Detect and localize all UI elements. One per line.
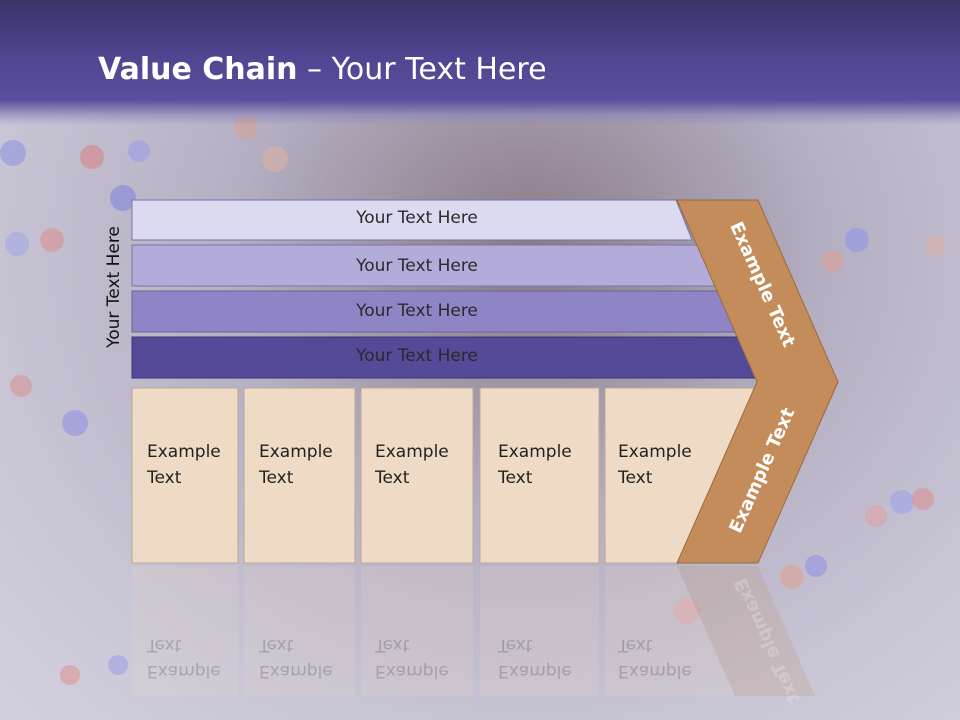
- bar-2-label: Your Text Here: [356, 256, 478, 276]
- bokeh-light: [674, 598, 700, 624]
- box-2: [243, 387, 356, 564]
- box-5-line2-reflection: Text: [618, 635, 653, 655]
- box-1-line2: Text: [147, 468, 182, 488]
- bar-3-label: Your Text Here: [356, 301, 478, 321]
- box-5-line1-reflection: Example: [618, 661, 692, 681]
- box-2-line1-reflection: Example: [259, 661, 333, 681]
- box-1: [131, 387, 239, 564]
- box-4-reflection: [480, 566, 599, 696]
- bokeh-light: [780, 565, 804, 589]
- bar-4-label: Your Text Here: [356, 346, 478, 366]
- box-4-text-reflection: Example Text: [498, 632, 572, 684]
- bokeh-light: [805, 555, 827, 577]
- bokeh-light: [62, 410, 88, 436]
- bokeh-light: [40, 228, 64, 252]
- box-1-line1: Example: [147, 442, 221, 462]
- box-3-line2: Text: [375, 468, 410, 488]
- bokeh-light: [60, 665, 80, 685]
- box-1-reflection: [132, 566, 238, 696]
- box-2-line2-reflection: Text: [259, 635, 294, 655]
- box-3-line2-reflection: Text: [375, 635, 410, 655]
- box-4-line1: Example: [498, 442, 572, 462]
- bokeh-light: [0, 140, 26, 166]
- box-4-line2: Text: [498, 468, 533, 488]
- box-5-line2: Text: [618, 468, 653, 488]
- bokeh-light: [925, 236, 945, 256]
- slide-title: Value Chain – Your Text Here: [98, 52, 547, 87]
- box-2-line2: Text: [259, 468, 294, 488]
- bokeh-light: [865, 505, 887, 527]
- reflection: [132, 566, 815, 696]
- bokeh-light: [912, 488, 934, 510]
- box-5-line1: Example: [618, 442, 692, 462]
- bokeh-light: [128, 140, 150, 162]
- box-5-reflection: [605, 566, 740, 696]
- box-2-line1: Example: [259, 442, 333, 462]
- box-1-line1-reflection: Example: [147, 661, 221, 681]
- bokeh-light: [890, 490, 914, 514]
- title-rest: – Your Text Here: [297, 52, 547, 87]
- box-2-text-reflection: Example Text: [259, 632, 333, 684]
- bokeh-light: [822, 250, 844, 272]
- box-4-line1-reflection: Example: [498, 661, 572, 681]
- box-2-reflection: [244, 566, 355, 696]
- header-band: [0, 0, 960, 125]
- box-3-line1-reflection: Example: [375, 661, 449, 681]
- chevron-arrow: [676, 199, 839, 564]
- box-3-text-reflection: Example Text: [375, 632, 449, 684]
- box-4: [479, 387, 600, 564]
- bokeh-light: [80, 145, 104, 169]
- bokeh-light: [262, 146, 288, 172]
- box-5-text-reflection: Example Text: [618, 632, 692, 684]
- bokeh-light: [845, 228, 869, 252]
- box-3: [360, 387, 474, 564]
- box-1-text-reflection: Example Text: [147, 632, 221, 684]
- box-3-line1: Example: [375, 442, 449, 462]
- box-4-line2-reflection: Text: [498, 635, 533, 655]
- chevron-reflection: [677, 566, 815, 696]
- bar-1: [131, 199, 693, 241]
- title-bold: Value Chain: [98, 52, 298, 87]
- box-1-line2-reflection: Text: [147, 635, 182, 655]
- bokeh-light: [10, 375, 32, 397]
- bar-1-label: Your Text Here: [356, 208, 478, 228]
- bokeh-light: [108, 655, 128, 675]
- box-3-reflection: [361, 566, 473, 696]
- bokeh-light: [5, 232, 29, 256]
